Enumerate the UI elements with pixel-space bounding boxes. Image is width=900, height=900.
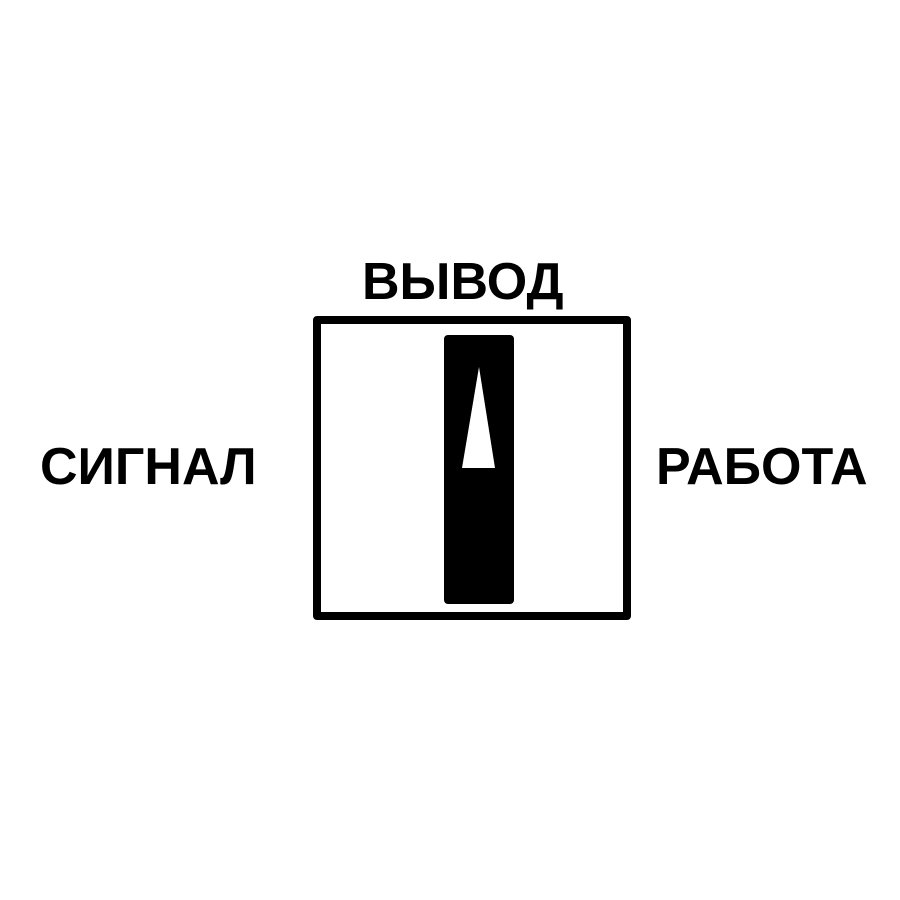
position-label-right: РАБОТА (656, 441, 868, 493)
position-label-left: СИГНАЛ (40, 438, 257, 496)
position-label-top: ВЫВОД (362, 253, 564, 311)
pointer-arrow-icon (462, 367, 495, 468)
switch-knob[interactable] (444, 335, 514, 604)
